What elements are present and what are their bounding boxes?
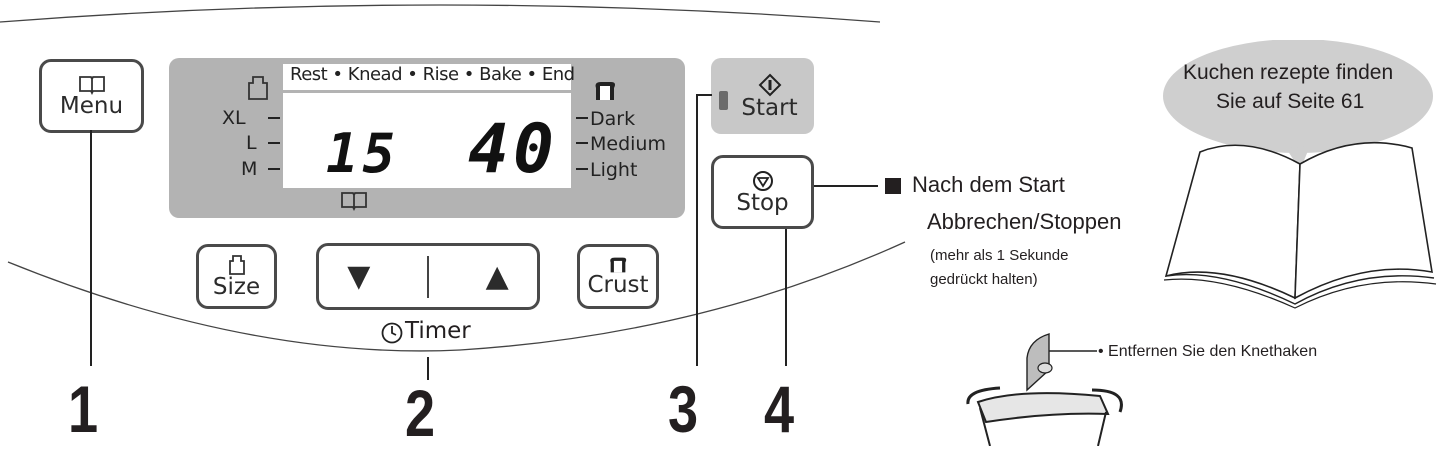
- start-button[interactable]: Start: [711, 58, 814, 134]
- timer-down-button[interactable]: ▼: [347, 259, 371, 294]
- stop-note-title-line1: Nach dem Start: [912, 172, 1065, 197]
- size-l: L: [246, 132, 257, 154]
- kneading-blade-illustration: [1026, 333, 1097, 392]
- crust-dark: Dark: [590, 108, 636, 130]
- timer-button-divider: [426, 255, 429, 298]
- kneader-note: • Entfernen Sie den Knethaken: [1098, 343, 1318, 360]
- stop-note-hint-line2: gedrückt halten): [930, 271, 1038, 288]
- recipe-book-illustration: [1163, 40, 1437, 309]
- stop-note-hint-line1: (mehr als 1 Sekunde: [930, 247, 1069, 264]
- start-diamond-icon: [758, 73, 781, 96]
- size-xl: XL: [222, 107, 246, 129]
- menu-number-display: 15: [326, 122, 400, 185]
- menu-button[interactable]: Menu: [39, 59, 144, 133]
- book-icon: [78, 75, 105, 95]
- weight-icon: [248, 76, 268, 100]
- timer-label: Timer: [405, 318, 471, 344]
- crust-button-label: Crust: [587, 272, 649, 298]
- stop-button-label: Stop: [736, 189, 789, 216]
- crust-ticks: [576, 117, 588, 170]
- start-button-label: Start: [741, 94, 798, 121]
- size-button-label: Size: [212, 274, 261, 300]
- recipe-note-line2: Sie auf Seite 61: [1216, 90, 1365, 113]
- stop-octagon-icon: [752, 170, 773, 191]
- menu-button-label: Menu: [59, 92, 124, 119]
- crust-medium: Medium: [590, 133, 666, 155]
- stop-note-title-line2: Abbrechen/Stoppen: [927, 209, 1122, 234]
- lcd-screen: [283, 93, 571, 188]
- timer-up-button[interactable]: ▲: [485, 259, 509, 294]
- size-m: M: [241, 158, 258, 180]
- crust-button[interactable]: Crust: [577, 244, 659, 309]
- step-number-3: 3: [668, 372, 699, 446]
- step-number-1: 1: [68, 372, 99, 446]
- weight-icon: [228, 255, 245, 275]
- start-indicator-lamp: [719, 91, 728, 110]
- step-number-4: 4: [764, 372, 795, 446]
- progress-bar-text: Rest • Knead • Rise • Bake • End: [290, 64, 575, 85]
- crust-light: Light: [590, 159, 638, 181]
- clock-icon: [381, 322, 403, 344]
- stop-button[interactable]: Stop: [711, 155, 814, 229]
- time-display: 40: [468, 110, 558, 189]
- bread-icon: [610, 257, 627, 273]
- note-bullet-square: [885, 178, 901, 194]
- bread-icon: [595, 82, 615, 100]
- step-number-2: 2: [405, 376, 436, 450]
- size-ticks: [268, 117, 280, 170]
- recipe-note-line1: Kuchen rezepte finden: [1183, 61, 1394, 84]
- size-button[interactable]: Size: [196, 244, 277, 309]
- bread-pan-illustration: [966, 386, 1123, 446]
- progress-bar: [283, 64, 571, 90]
- menu-book-indicator-icon: [341, 192, 367, 211]
- timer-buttons-group: ▼ ▲: [316, 243, 540, 310]
